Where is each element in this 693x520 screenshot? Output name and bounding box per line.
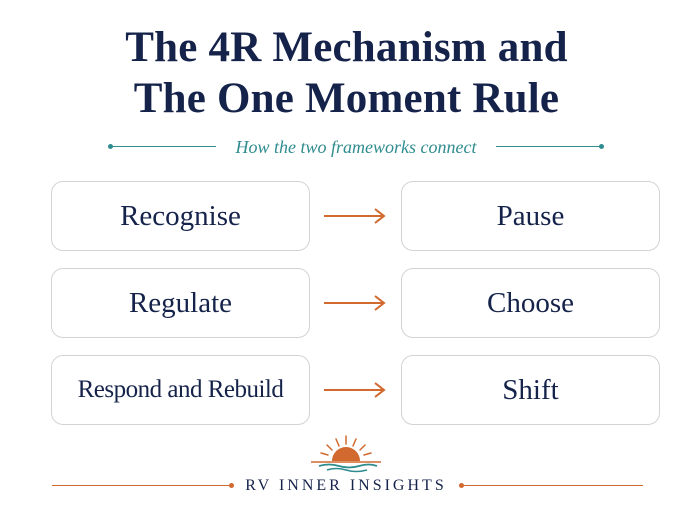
box-label: Shift [502, 373, 559, 406]
arrow-right-icon [324, 382, 386, 398]
framework-box-recognise: Recognise [51, 181, 310, 251]
sunrise-waves-logo-icon [311, 435, 381, 473]
subtitle-right-line [496, 146, 600, 147]
title-line-1: The 4R Mechanism and [125, 24, 568, 71]
box-label: Regulate [128, 286, 233, 319]
subtitle-left-line [112, 146, 216, 147]
box-label: Recognise [120, 199, 241, 232]
footer-right-line [463, 485, 643, 486]
box-label: Respond and Rebuild [77, 376, 284, 403]
box-label: Choose [487, 286, 574, 319]
framework-box-pause: Pause [401, 181, 660, 251]
box-label: Pause [496, 199, 565, 232]
framework-box-shift: Shift [401, 355, 660, 425]
framework-box-regulate: Regulate [51, 268, 310, 338]
framework-box-respond-and-rebuild: Respond and Rebuild [51, 355, 310, 425]
arrow-right-icon [324, 208, 386, 224]
subtitle: How the two frameworks connect [235, 137, 477, 157]
subtitle-right-dot [599, 144, 604, 149]
arrow-right-icon [324, 295, 386, 311]
brand-name: RV INNER INSIGHTS [245, 477, 447, 494]
subtitle-left-dot [108, 144, 113, 149]
framework-box-choose: Choose [401, 268, 660, 338]
page-title: The 4R Mechanism and The One Moment Rule [0, 22, 693, 124]
footer-brand-row: RV INNER INSIGHTS [0, 474, 693, 498]
footer-right-dot [459, 483, 464, 488]
subtitle-row: How the two frameworks connect [108, 135, 604, 159]
title-line-2: The One Moment Rule [133, 75, 560, 122]
footer-left-dot [229, 483, 234, 488]
footer-left-line [52, 485, 230, 486]
